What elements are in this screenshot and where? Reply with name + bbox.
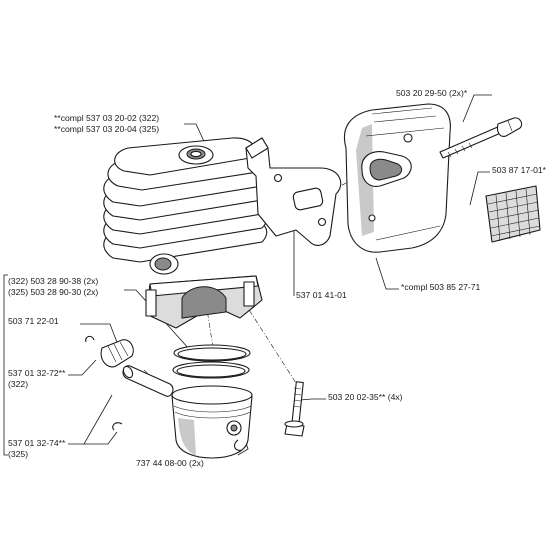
label-gasket-line-1: 537 01 41-01 [296,290,347,300]
label-cylinder-screw-line-1: 503 20 02-35** (4x) [328,392,403,402]
label-piston-ring-line-2: (325) 503 28 90-30 (2x) [8,287,99,297]
label-piston-pin-322: 537 01 32-72** (322) [8,368,65,390]
label-muffler-bolt: 503 20 29-50 (2x)* [396,88,467,99]
label-piston-325-line-1: 537 01 32-74** [8,438,66,448]
needle-bearing-drawing [85,335,134,368]
cylinder-screw-drawing [284,381,305,437]
label-piston-pin-322-line-1: 537 01 32-72** [8,368,66,378]
muffler-drawing [344,103,451,253]
label-piston-325-line-2: (325) [8,449,29,459]
piston-rings-drawing [172,344,251,379]
label-piston-ring-line-1: (322) 503 28 90-38 (2x) [8,276,99,286]
label-muffler-bolt-line-1: 503 20 29-50 (2x)* [396,88,468,98]
label-muffler: *compl 503 85 27-71 [401,282,480,293]
label-circlip: 737 44 08-00 (2x) [136,458,204,469]
label-needle-bearing-line-1: 503 71 22-01 [8,316,59,326]
label-cylinder-line-1: **compl 537 03 20-02 (322) [54,113,160,123]
label-cylinder: **compl 537 03 20-02 (322) **compl 537 0… [54,113,159,135]
label-piston-325: 537 01 32-74** (325) [8,438,65,460]
label-muffler-line-1: *compl 503 85 27-71 [401,282,481,292]
cylinder-drawing [103,137,268,329]
label-piston-ring: (322) 503 28 90-38 (2x) (325) 503 28 90-… [8,276,98,298]
label-cylinder-screw: 503 20 02-35** (4x) [328,392,403,403]
label-circlip-line-1: 737 44 08-00 (2x) [136,458,204,468]
piston-drawing [171,385,253,459]
label-spark-screen-line-1: 503 87 17-01* [492,165,546,175]
piston-pin-drawing [122,365,174,397]
circlip-drawing [112,422,243,451]
muffler-bolt-drawing [439,117,523,159]
label-cylinder-line-2: **compl 537 03 20-04 (325) [54,124,160,134]
label-piston-pin-322-line-2: (322) [8,379,29,389]
label-needle-bearing: 503 71 22-01 [8,316,59,327]
spark-screen-drawing [485,185,541,243]
label-gasket: 537 01 41-01 [296,290,347,301]
gasket-drawing [245,137,342,246]
label-spark-screen: 503 87 17-01* [492,165,546,176]
